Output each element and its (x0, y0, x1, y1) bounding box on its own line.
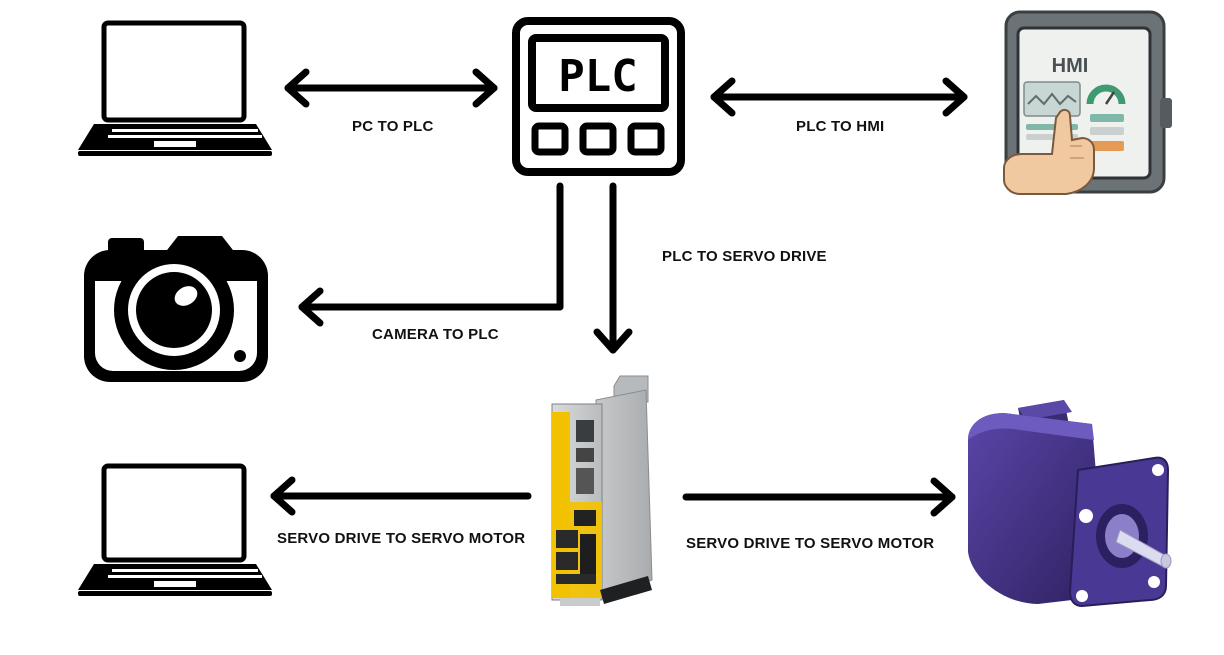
servo-motor-icon (968, 400, 1172, 608)
hmi-icon: HMI (1003, 10, 1172, 195)
hmi-label: HMI (1052, 55, 1089, 77)
label-drive-left: SERVO DRIVE TO SERVO MOTOR (277, 530, 526, 547)
arrow-drive-right (682, 477, 956, 517)
laptop-icon (78, 20, 272, 156)
arrow-plc-servo-drive (593, 182, 633, 354)
label-drive-right: SERVO DRIVE TO SERVO MOTOR (686, 535, 935, 552)
laptop-icon (78, 463, 272, 596)
label-pc-to-plc: PC TO PLC (352, 118, 434, 135)
camera-icon (84, 236, 268, 382)
label-plc-to-servo-drive: PLC TO SERVO DRIVE (662, 248, 827, 265)
arrow-pc-plc (284, 68, 498, 108)
arrow-drive-left (270, 476, 532, 516)
plc-label: PLC (558, 51, 637, 102)
arrow-plc-hmi (710, 77, 968, 117)
plc-icon: PLC (512, 17, 685, 176)
arrow-plc-camera (298, 182, 564, 327)
label-plc-to-hmi: PLC TO HMI (796, 118, 885, 135)
servo-drive-icon (551, 375, 653, 606)
label-camera-to-plc: CAMERA TO PLC (372, 326, 499, 343)
